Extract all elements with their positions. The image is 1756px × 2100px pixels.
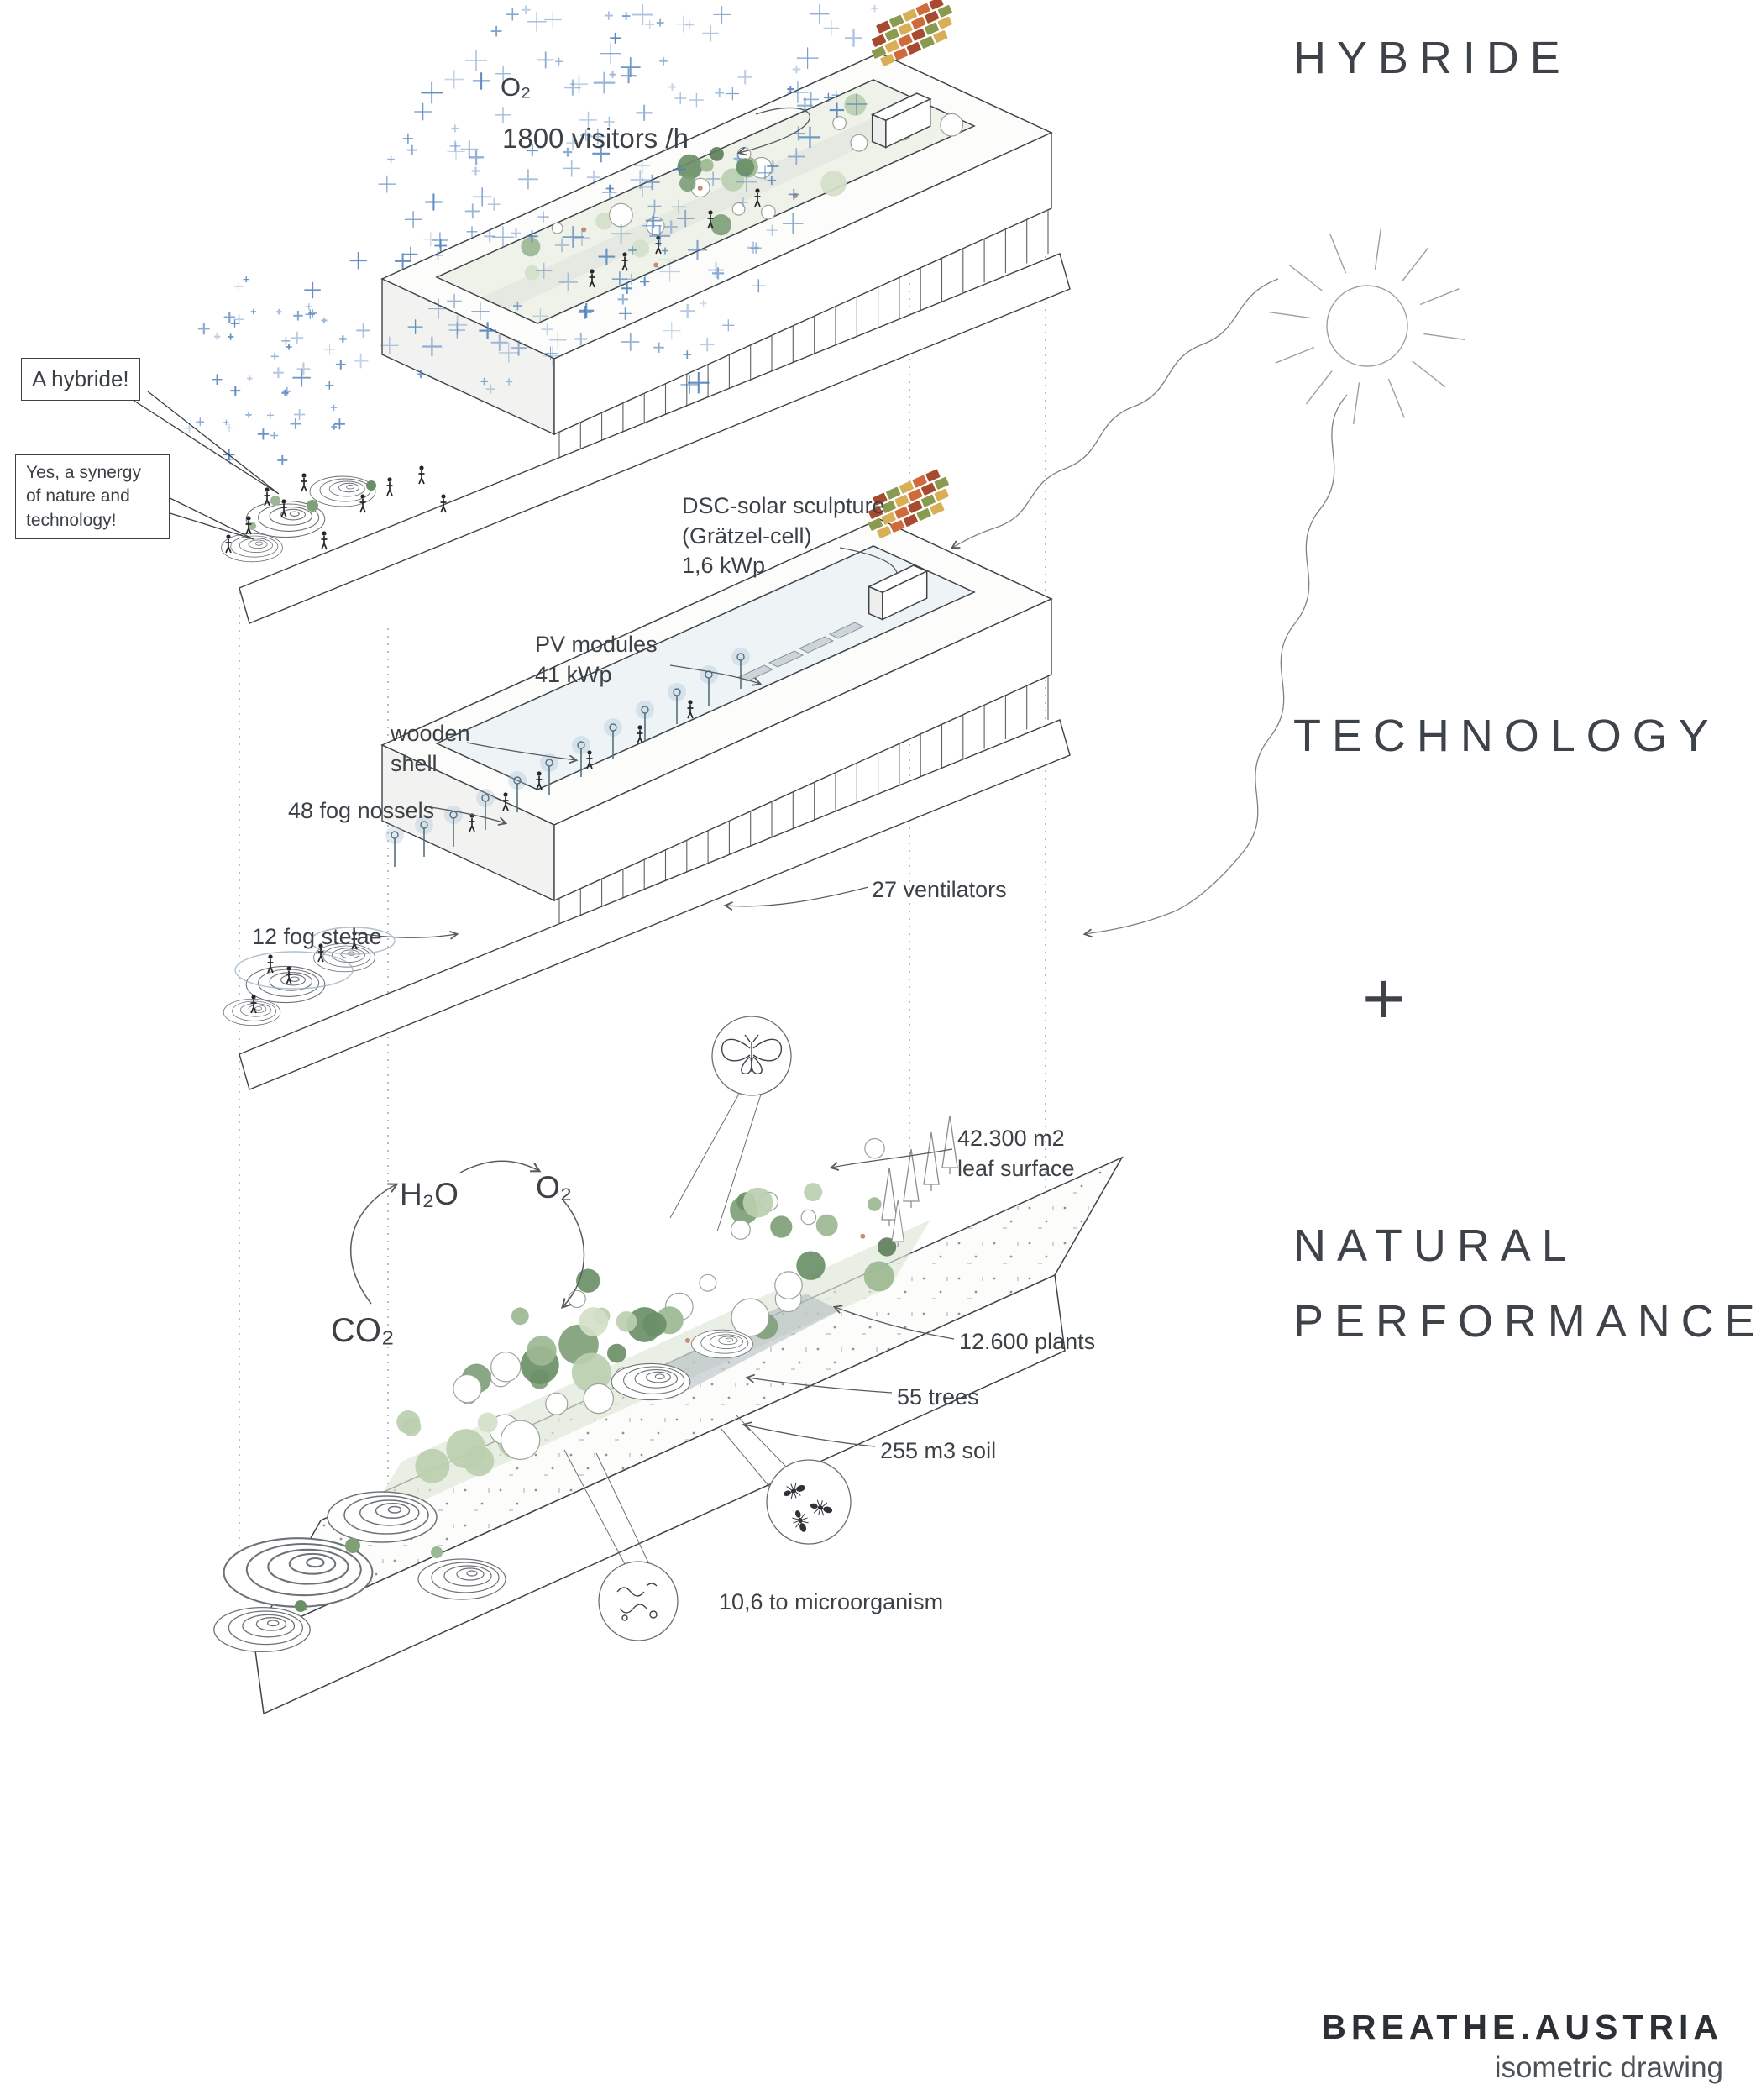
terrace-landforms-middle <box>223 927 396 1026</box>
label-wooden-shell: wooden shell <box>391 721 470 776</box>
terrace-landforms-top <box>221 475 376 563</box>
speech-bubble-long: Yes, a synergy of nature and technology! <box>15 454 170 540</box>
level-technology <box>223 518 1071 1090</box>
level-natural-performance <box>213 1115 1124 1715</box>
label-fog-nozzles: 48 fog nossels <box>288 798 435 823</box>
forest-band <box>396 1137 897 1483</box>
label-o2-cycle: O₂ <box>536 1170 573 1205</box>
sun-icon <box>1269 228 1465 424</box>
heading-plus-sign: + <box>1362 957 1406 1040</box>
oxygen-particle-field <box>184 3 878 465</box>
level-top-pavilion <box>221 52 1071 624</box>
brand-subtitle: isometric drawing <box>1494 2051 1723 2084</box>
heading-natural: NATURAL <box>1293 1221 1578 1271</box>
label-co2: CO₂ <box>331 1312 395 1349</box>
label-fog-stelae: 12 fog stelae <box>252 924 382 949</box>
label-o2-emission: O₂ <box>501 72 532 102</box>
ground-slab-edge <box>253 1273 1066 1715</box>
speech-bubble-short: A hybride! <box>21 358 140 402</box>
icon-connector-lines <box>563 1093 787 1565</box>
microorganism-icon <box>598 1561 679 1641</box>
label-h2o: H₂O <box>400 1177 459 1211</box>
ants-icon <box>766 1459 852 1545</box>
label-trees: 55 trees <box>897 1384 979 1410</box>
label-soil: 255 m3 soil <box>880 1438 997 1463</box>
pv-module-panels <box>737 622 865 682</box>
label-ventilators: 27 ventilators <box>872 877 1007 902</box>
terrace-landforms-bottom <box>213 1329 753 1653</box>
projection-guide-lines <box>239 256 1046 1572</box>
label-visitors: 1800 visitors /h <box>502 123 689 154</box>
deck-slab-top <box>239 253 1071 624</box>
label-pv-modules: PV modules 41 kWp <box>535 632 658 687</box>
solar-energy-squiggles <box>952 278 1348 934</box>
heading-performance: PERFORMANCE <box>1293 1296 1756 1347</box>
heading-technology: TECHNOLOGY <box>1293 711 1720 761</box>
label-dsc-sculpture: DSC-solar sculpture (Grätzel-cell) 1,6 k… <box>682 493 885 579</box>
label-microorganisms: 10,6 to microorganism <box>719 1589 944 1614</box>
brand-title: BREATHE.AUSTRIA <box>1321 2008 1723 2046</box>
cycle-arrows <box>350 1160 585 1307</box>
roof-garden-trees <box>521 93 964 281</box>
label-plants: 12.600 plants <box>959 1329 1096 1354</box>
heading-hybride: HYBRIDE <box>1293 33 1571 83</box>
butterfly-icon <box>711 1016 792 1096</box>
label-leaf-surface: 42.300 m2 leaf surface <box>957 1126 1075 1181</box>
deck-slab-middle <box>239 719 1071 1090</box>
